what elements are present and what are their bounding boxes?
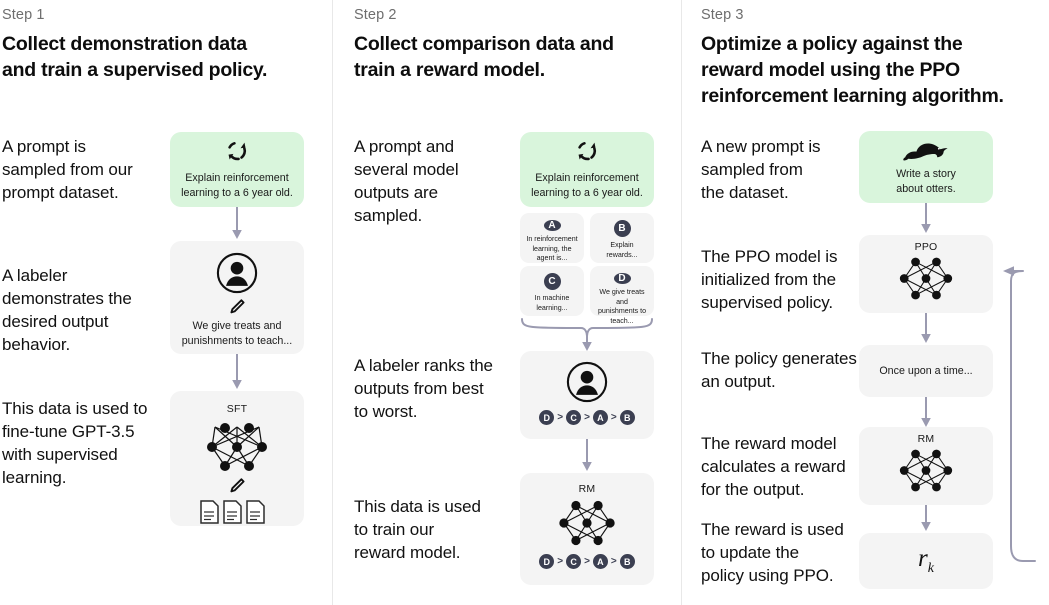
step3-rm-title: RM <box>917 433 935 445</box>
step2-desc-1: A prompt and several model outputs are s… <box>354 137 459 226</box>
neural-net-icon <box>551 497 623 549</box>
step1-sft-box[interactable]: SFT <box>170 391 304 526</box>
neural-net-icon <box>892 446 960 495</box>
step3-output-text: Once upon a time... <box>879 364 973 377</box>
step-label-3: Step 3 <box>701 7 744 23</box>
step-title-3: Optimize a policy against the reward mod… <box>701 33 1004 107</box>
step3-desc-5: The reward is used to update the policy … <box>701 520 844 586</box>
step1-desc-3: This data is used to fine-tune GPT-3.5 w… <box>2 399 148 488</box>
ranking-row-labeler: D > C > A > B <box>539 410 635 425</box>
arrow-down-1 <box>230 207 244 241</box>
step-title-2: Collect comparison data and train a rewa… <box>354 33 614 81</box>
neural-net-icon <box>892 254 960 303</box>
rank-badge-2: C <box>566 410 582 425</box>
column-step-3: Step 3 Optimize a policy against the rew… <box>681 0 1049 605</box>
arrow-down-5 <box>919 313 933 345</box>
rank-badge-4: B <box>619 554 635 569</box>
output-card-a-text: In reinforcement learning, the agent is.… <box>526 235 578 263</box>
step3-reward-model-box[interactable]: RM <box>859 427 993 505</box>
rank-gt: > <box>557 412 564 423</box>
step2-desc-3: This data is used to train our reward mo… <box>354 497 481 563</box>
step3-ppo-box[interactable]: PPO <box>859 235 993 313</box>
step3-desc-2: The PPO model is initialized from the su… <box>701 247 838 313</box>
step3-new-prompt-box[interactable]: Write a story about otters. <box>859 131 993 203</box>
step3-desc-3: The policy generates an output. <box>701 349 857 392</box>
step2-prompt-text: Explain reinforcement learning to a 6 ye… <box>531 172 643 199</box>
step-title-1: Collect demonstration data and train a s… <box>2 33 268 81</box>
step-label-1: Step 1 <box>2 7 45 23</box>
step2-prompt-box[interactable]: Explain reinforcement learning to a 6 ye… <box>520 132 654 207</box>
output-card-b-text: Explain rewards... <box>606 241 638 259</box>
rank-badge-4: B <box>619 410 635 425</box>
step2-desc-2: A labeler ranks the outputs from best to… <box>354 356 493 422</box>
documents-icon <box>199 499 275 525</box>
rank-badge-3: A <box>592 554 608 569</box>
rank-badge-1: D <box>539 554 555 569</box>
step2-ranking-box[interactable]: D > C > A > B <box>520 351 654 439</box>
neural-net-icon <box>198 419 276 475</box>
step1-labeler-box[interactable]: We give treats and punishments to teach.… <box>170 241 304 354</box>
step1-prompt-box[interactable]: Explain reinforcement learning to a 6 ye… <box>170 132 304 207</box>
ranking-row-rm: D > C > A > B <box>539 554 635 569</box>
arrow-down-6 <box>919 397 933 429</box>
person-icon <box>216 252 258 294</box>
step3-output-box[interactable]: Once upon a time... <box>859 345 993 397</box>
badge-b: B <box>613 220 631 237</box>
refresh-icon <box>224 138 250 164</box>
step2-reward-model-box[interactable]: RM <box>520 473 654 585</box>
refresh-icon <box>574 138 600 164</box>
pencil-icon <box>227 297 247 317</box>
step2-rm-title: RM <box>578 483 596 495</box>
step1-desc-1: A prompt is sampled from our prompt data… <box>2 137 133 203</box>
badge-c: C <box>543 273 561 290</box>
column-step-1: Step 1 Collect demonstration data and tr… <box>0 0 332 605</box>
column-step-2: Step 2 Collect comparison data and train… <box>332 0 681 605</box>
output-card-b[interactable]: B Explain rewards... <box>590 213 654 263</box>
badge-d: D <box>613 273 631 284</box>
step1-sft-title: SFT <box>226 403 248 415</box>
arrow-down-7 <box>919 505 933 533</box>
step3-desc-1: A new prompt is sampled from the dataset… <box>701 137 821 203</box>
brace-arrow-merge <box>519 317 655 353</box>
rank-badge-1: D <box>539 410 555 425</box>
rank-gt: > <box>584 412 590 423</box>
step3-new-prompt-text: Write a story about otters. <box>896 167 956 195</box>
arrow-down-2 <box>230 354 244 391</box>
output-card-c[interactable]: C In machine learning... <box>520 266 584 316</box>
step1-labeler-text: We give treats and punishments to teach.… <box>181 320 293 347</box>
person-icon <box>566 361 608 403</box>
otter-icon <box>902 138 950 162</box>
arrow-down-3 <box>580 439 594 473</box>
step1-prompt-text: Explain reinforcement learning to a 6 ye… <box>181 172 293 199</box>
feedback-loop-arrow <box>989 265 1044 565</box>
reward-value-label: rk <box>918 545 934 576</box>
step3-reward-value-box[interactable]: rk <box>859 533 993 589</box>
rank-gt: > <box>610 556 617 567</box>
rank-gt: > <box>584 556 590 567</box>
rank-badge-2: C <box>566 554 582 569</box>
pencil-icon <box>227 476 247 496</box>
rank-gt: > <box>557 556 564 567</box>
rank-gt: > <box>610 412 617 423</box>
output-card-c-text: In machine learning... <box>534 294 570 312</box>
step1-desc-2: A labeler demonstrates the desired outpu… <box>2 266 132 355</box>
output-card-d[interactable]: D We give treats and punishments to teac… <box>590 266 654 325</box>
output-card-d-text: We give treats and punishments to teach.… <box>597 288 647 325</box>
badge-a: A <box>543 220 561 231</box>
step3-desc-4: The reward model calculates a reward for… <box>701 434 846 500</box>
step-label-2: Step 2 <box>354 7 397 23</box>
step3-ppo-title: PPO <box>914 241 938 253</box>
output-card-a[interactable]: A In reinforcement learning, the agent i… <box>520 213 584 263</box>
arrow-down-4 <box>919 203 933 235</box>
rank-badge-3: A <box>592 410 608 425</box>
